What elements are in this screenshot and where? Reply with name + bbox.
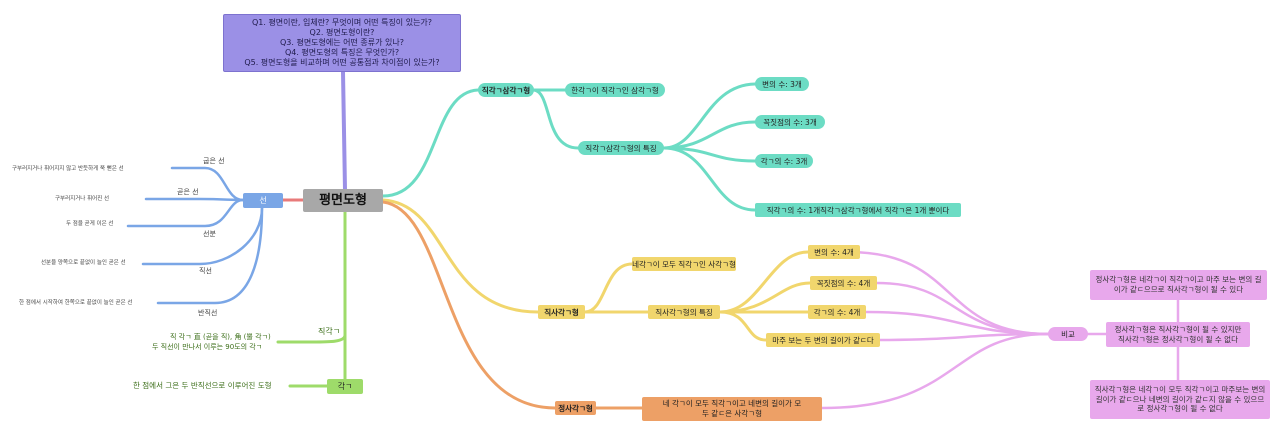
right-angle-desc: 직 각ㄱ 直 (곧을 직), 角 (뿔 각ㄱ) xyxy=(170,333,271,341)
compare-item[interactable]: 정사각ㄱ형은 직사각ㄱ형이 될 수 있지만 직사각ㄱ형은 정사각ㄱ형이 될 수 … xyxy=(1106,322,1250,347)
square-node[interactable]: 정사각ㄱ형 xyxy=(555,401,596,415)
compare-item[interactable]: 직사각ㄱ형은 네각ㄱ이 모두 직각ㄱ이고 마주보는 변의 길이가 같ㄷ으나 네변… xyxy=(1090,380,1270,419)
angle-desc: 한 점에서 그은 두 반직선으로 이루어진 도형 xyxy=(133,381,272,390)
triangle-feature-item[interactable]: 변의 수: 3개 xyxy=(755,77,809,91)
right-triangle-node[interactable]: 직각ㄱ삼각ㄱ형 xyxy=(478,83,534,97)
triangle-feature-item[interactable]: 각ㄱ의 수: 3개 xyxy=(755,154,813,168)
line-item-name: 굽은 선 xyxy=(203,157,225,165)
line-item-name: 반직선 xyxy=(198,309,218,317)
line-item-desc: 한 점에서 시작하여 한쪽으로 끝없이 늘인 곧은 선 xyxy=(19,300,133,306)
rectangle-def[interactable]: 네각ㄱ이 모두 직각ㄱ인 사각ㄱ형 xyxy=(632,257,736,271)
right-angle-label: 직각ㄱ xyxy=(318,327,341,336)
rectangle-feature-item[interactable]: 꼭짓점의 수: 4개 xyxy=(810,276,877,290)
right-triangle-feature[interactable]: 직각ㄱ삼각ㄱ형의 특징 xyxy=(578,141,664,155)
compare-node[interactable]: 비교 xyxy=(1048,327,1088,341)
question-1: Q1. 평면이란, 입체란? 무엇이며 어떤 특징이 있는가? xyxy=(251,18,433,27)
line-node[interactable]: 선 xyxy=(243,193,283,208)
square-def[interactable]: 네 각ㄱ이 모두 직각ㄱ이고 네변의 길이가 모두 같ㄷ은 사각ㄱ형 xyxy=(642,397,822,421)
compare-item[interactable]: 정사각ㄱ형은 네각ㄱ이 직각ㄱ이고 마주 보는 변의 길이가 같ㄷ으므로 직사각… xyxy=(1090,270,1267,300)
line-item-desc: 구부러지거나 휘어진 선 xyxy=(55,196,110,202)
line-item-desc: 선분을 양쪽으로 끝없이 늘인 곧은 선 xyxy=(41,260,126,266)
right-angle-desc: 두 직선이 만나서 이루는 90도의 각ㄱ xyxy=(152,343,263,351)
root-node[interactable]: 평면도형 xyxy=(303,189,383,212)
rectangle-feature-item[interactable]: 각ㄱ의 수: 4개 xyxy=(808,305,866,319)
line-item-name: 직선 xyxy=(199,267,212,275)
question-4: Q4. 평면도형의 특징은 무엇인가? xyxy=(284,48,400,57)
line-item-name: 선분 xyxy=(203,230,216,238)
rectangle-node[interactable]: 직사각ㄱ형 xyxy=(538,305,585,319)
angle-node[interactable]: 각ㄱ xyxy=(327,379,363,394)
line-item-desc: 두 점을 곧게 이은 선 xyxy=(66,221,114,227)
rectangle-feature-item[interactable]: 마주 보는 두 변의 길이가 같ㄷ다 xyxy=(766,333,880,347)
questions-box: Q1. 평면이란, 입체란? 무엇이며 어떤 특징이 있는가? Q2. 평면도형… xyxy=(223,14,461,72)
triangle-feature-item[interactable]: 꼭짓점의 수: 3개 xyxy=(755,115,825,129)
right-triangle-def[interactable]: 한각ㄱ이 직각ㄱ인 삼각ㄱ형 xyxy=(565,83,665,97)
line-item-name: 곧은 선 xyxy=(177,188,199,196)
rectangle-feature[interactable]: 직사각ㄱ형의 특징 xyxy=(648,305,720,319)
question-3: Q3. 평면도형에는 어떤 종류가 있나? xyxy=(279,38,405,47)
rectangle-feature-item[interactable]: 변의 수: 4개 xyxy=(808,245,860,259)
question-2: Q2. 평면도형이란? xyxy=(309,28,375,37)
question-5: Q5. 평면도형을 비교하며 어떤 공통점과 차이점이 있는가? xyxy=(244,58,440,67)
triangle-feature-item[interactable]: 직각ㄱ의 수: 1개직각ㄱ삼각ㄱ형에서 직각ㄱ은 1개 뿐이다 xyxy=(755,203,961,217)
line-item-desc: 구부러지거나 휘어지지 않고 반듯하게 쭉 뻗은 선 xyxy=(12,166,124,172)
